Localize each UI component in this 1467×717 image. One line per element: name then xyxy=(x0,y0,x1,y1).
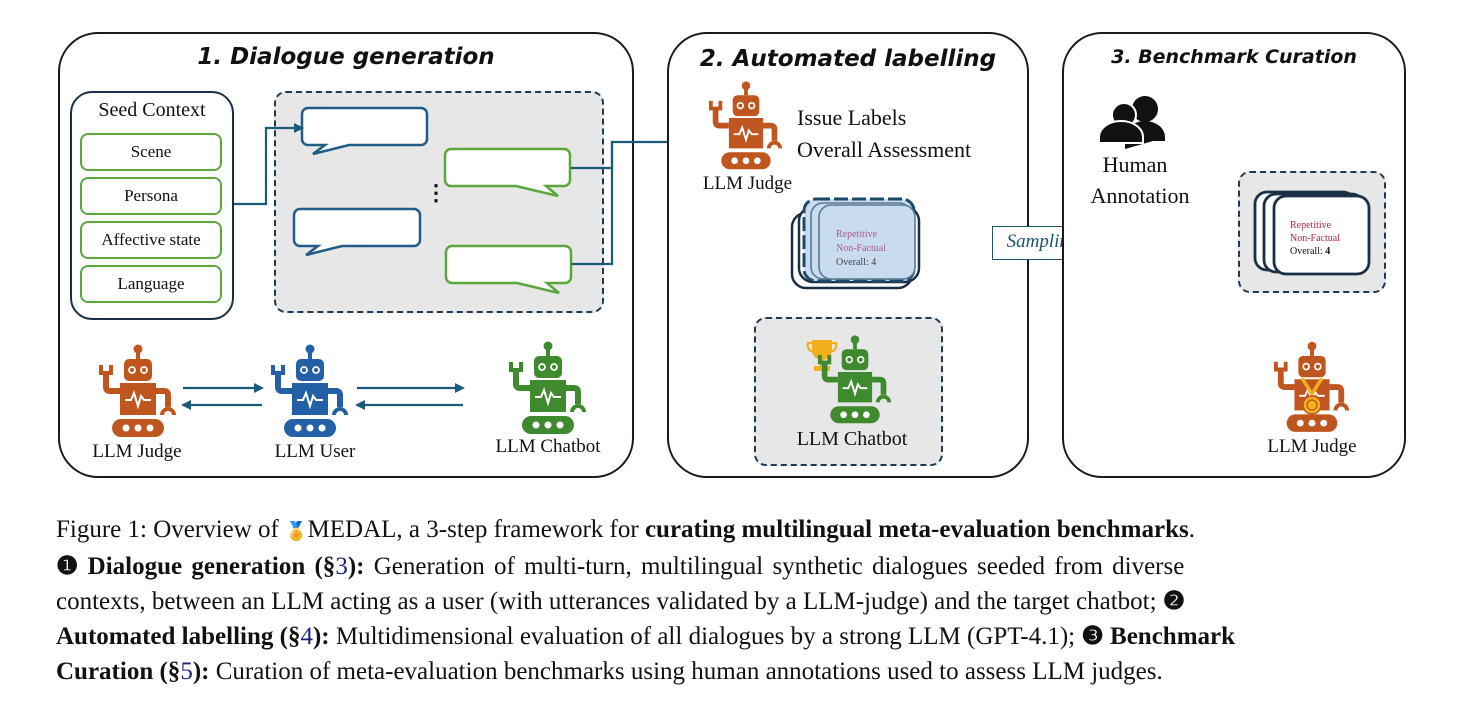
step3-marker-icon: ❸ xyxy=(1081,623,1104,650)
caption-bold-text: curating multilingual meta-evaluation be… xyxy=(644,516,1189,543)
caption-line-2: ❶ Dialogue generation (§3): Generation o… xyxy=(56,549,1416,584)
panel-title: 1. Dialogue generation xyxy=(197,44,495,70)
winning-chatbot-label: LLM Chatbot xyxy=(796,428,908,450)
overall-assessment-text: Overall Assessment xyxy=(797,137,972,162)
labelling-judge-robot-icon xyxy=(708,80,784,175)
section-ref-link[interactable]: 3 xyxy=(335,553,348,580)
step1-title-end: ): xyxy=(347,553,365,580)
step1-marker-icon: ❶ xyxy=(56,553,79,580)
card-issue-non-factual: Non-Factual xyxy=(836,243,886,254)
llm-chatbot-robot-icon xyxy=(508,340,588,440)
caption-text: contexts, between an LLM acting as a use… xyxy=(56,588,1163,615)
sampling-label: Sampling xyxy=(1006,231,1079,252)
card-overall-value: 4 xyxy=(871,257,877,268)
chatbot-bubble xyxy=(444,244,573,295)
caption-line-5: Curation (§5): Curation of meta-evaluati… xyxy=(56,654,1416,689)
labelling-judge-label: LLM Judge xyxy=(702,173,793,194)
caption-line-1: Figure 1: Overview of 🏅MEDAL, a 3-step f… xyxy=(56,512,1416,549)
annotation-label: Annotation xyxy=(1090,183,1190,208)
benchmark-overall-label: Overall: xyxy=(1290,246,1323,257)
dialogue-ellipsis: ⋮ xyxy=(425,180,447,205)
caption-text: Multidimensional evaluation of all dialo… xyxy=(329,623,1082,650)
step2-title-end: ): xyxy=(312,623,330,650)
card-overall-score: Overall: 4 xyxy=(836,256,876,270)
caption-line-4: Automated labelling (§4): Multidimension… xyxy=(56,619,1416,654)
llm-chatbot-label: LLM Chatbot xyxy=(495,436,601,457)
seed-item-affective-state: Affective state xyxy=(80,221,222,259)
seed-to-dialogue-arrow xyxy=(234,123,304,206)
benchmark-issue-repetitive: Repetitive xyxy=(1290,220,1332,231)
section-ref-link[interactable]: 5 xyxy=(180,658,193,685)
medal-judge-label: LLM Judge xyxy=(1267,436,1357,457)
seed-context-title: Seed Context xyxy=(98,99,206,121)
llm-judge-robot-icon xyxy=(98,343,178,443)
seed-context-box: Seed Context Scene Persona Affective sta… xyxy=(70,91,234,320)
figure-caption: Figure 1: Overview of 🏅MEDAL, a 3-step f… xyxy=(56,512,1416,689)
benchmark-overall-score: Overall: 4 xyxy=(1290,245,1330,259)
labelled-dialogue-stack xyxy=(790,197,921,290)
card-overall-label: Overall: xyxy=(836,257,869,268)
step2-title: Automated labelling (§ xyxy=(56,623,301,650)
card-issue-repetitive: Repetitive xyxy=(836,229,878,240)
section-ref-link[interactable]: 4 xyxy=(300,623,313,650)
llm-judge-label: LLM Judge xyxy=(92,441,182,462)
caption-text: Curation of meta-evaluation benchmarks u… xyxy=(209,658,1163,685)
caption-text: MEDAL, a 3-step framework for xyxy=(307,516,645,543)
step3-title-end: ): xyxy=(192,658,210,685)
dialogue-bubbles xyxy=(181,106,1317,410)
seed-item-persona: Persona xyxy=(80,177,222,215)
human-label: Human xyxy=(1102,152,1168,177)
caption-text: Figure 1: Overview of xyxy=(56,516,286,543)
step1-title: Dialogue generation (§ xyxy=(78,553,336,580)
step2-marker-icon: ❷ xyxy=(1162,588,1186,615)
llm-user-robot-icon xyxy=(270,343,350,443)
caption-text: Generation of multi-turn, multilingual s… xyxy=(364,553,1185,580)
panel-title: 2. Automated labelling xyxy=(699,46,997,72)
panel-title: 3. Benchmark Curation xyxy=(1111,46,1357,68)
winning-chatbot-robot-icon xyxy=(817,334,893,429)
benchmark-issue-non-factual: Non-Factual xyxy=(1290,233,1340,244)
step3-title: Curation (§ xyxy=(56,658,181,685)
medal-emoji-icon: 🏅 xyxy=(285,521,308,541)
user-bubble xyxy=(300,106,429,156)
benchmark-dialogue-stack xyxy=(1253,190,1371,276)
issue-labels-text: Issue Labels xyxy=(797,105,907,130)
medal-icon xyxy=(1300,378,1324,415)
seed-item-scene: Scene xyxy=(80,133,222,171)
caption-line-3: contexts, between an LLM acting as a use… xyxy=(56,584,1416,619)
dialogue-connector xyxy=(571,142,614,266)
benchmark-overall-value: 4 xyxy=(1325,246,1331,257)
chatbot-bubble xyxy=(443,147,572,198)
human-annotators-icon xyxy=(1098,96,1165,149)
caption-text: . xyxy=(1188,516,1195,543)
step3-title: Benchmark xyxy=(1103,623,1236,650)
user-bubble xyxy=(292,207,422,257)
seed-item-language: Language xyxy=(80,265,222,303)
llm-user-label: LLM User xyxy=(274,441,356,462)
